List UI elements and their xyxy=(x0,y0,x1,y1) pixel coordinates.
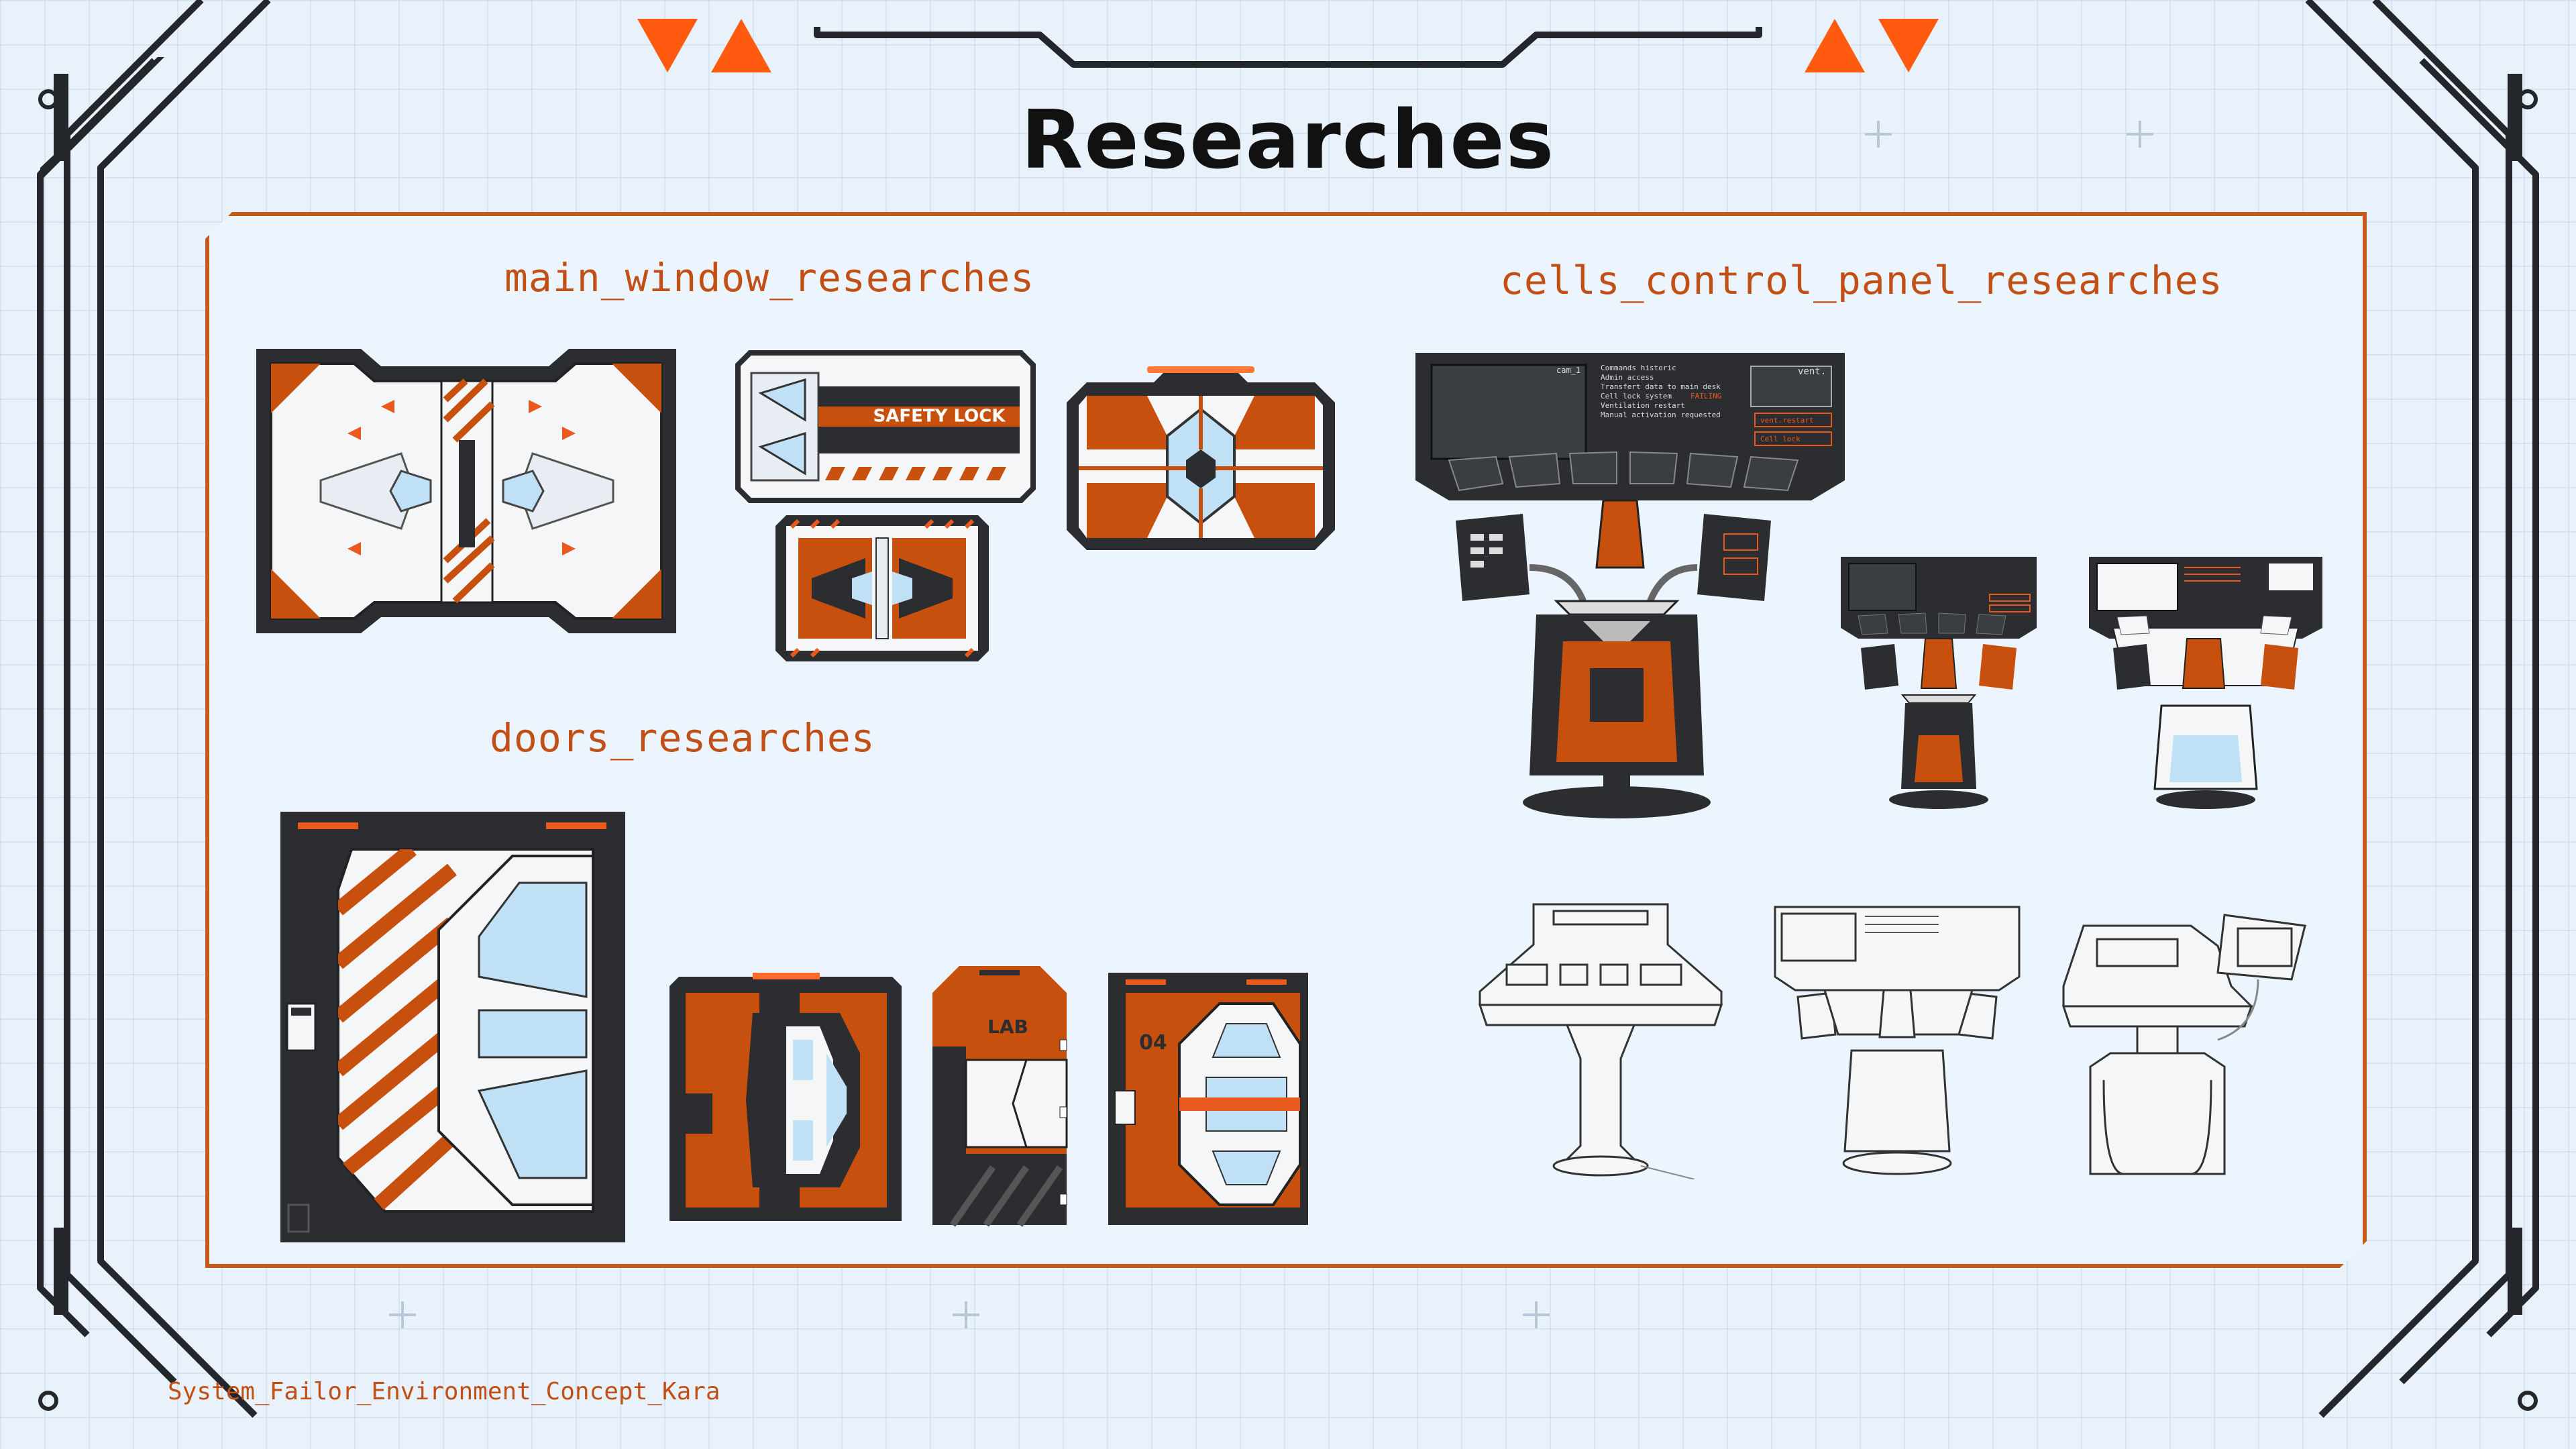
svg-text:Manual activation requested: Manual activation requested xyxy=(1601,411,1721,419)
svg-text:Ventilation restart: Ventilation restart xyxy=(1601,401,1685,410)
door-concept-1 xyxy=(280,812,625,1242)
svg-text:Cell lock: Cell lock xyxy=(1760,435,1801,443)
cells-panel-concept-main: cam_1 vent. Commands historic Admin acce… xyxy=(1415,353,1845,818)
main-window-concept-4 xyxy=(1067,366,1335,550)
cells-panel-sketch-2 xyxy=(1774,906,2021,1175)
cells-panel-sketch-1 xyxy=(1478,903,1723,1179)
door-concept-4: 04 xyxy=(1108,973,1308,1225)
credit-text: System_Failor_Environment_Concept_Kara xyxy=(168,1378,720,1405)
section-label-main-window: main_window_researches xyxy=(504,255,1035,301)
cells-panel-concept-2 xyxy=(1841,557,2037,809)
cells-panel-sketch-3 xyxy=(2061,914,2306,1175)
svg-text:FAILING: FAILING xyxy=(1690,392,1721,400)
door-number: 04 xyxy=(1139,1031,1167,1055)
page-title: Researches xyxy=(1020,94,1556,187)
lab-sign: LAB xyxy=(987,1016,1028,1038)
svg-text:Admin access: Admin access xyxy=(1601,373,1654,382)
main-window-concept-3 xyxy=(775,515,989,661)
cells-panel-concept-3 xyxy=(2089,557,2322,809)
svg-text:Commands historic: Commands historic xyxy=(1601,364,1676,372)
svg-text:Transfert data to main desk: Transfert data to main desk xyxy=(1601,382,1721,391)
svg-text:Cell lock system: Cell lock system xyxy=(1601,392,1672,400)
section-label-cells-panel: cells_control_panel_researches xyxy=(1500,258,2223,303)
door-concept-2 xyxy=(669,973,902,1221)
svg-text:vent.restart: vent.restart xyxy=(1760,416,1813,425)
safety-lock-text: SAFETY LOCK xyxy=(873,407,1006,427)
cam-label: cam_1 xyxy=(1556,366,1580,375)
main-window-concept-1 xyxy=(256,349,676,633)
vent-label: vent. xyxy=(1798,366,1826,377)
section-label-doors: doors_researches xyxy=(490,715,875,761)
door-concept-3: LAB xyxy=(932,966,1068,1227)
main-window-concept-2: SAFETY LOCK xyxy=(735,350,1036,503)
